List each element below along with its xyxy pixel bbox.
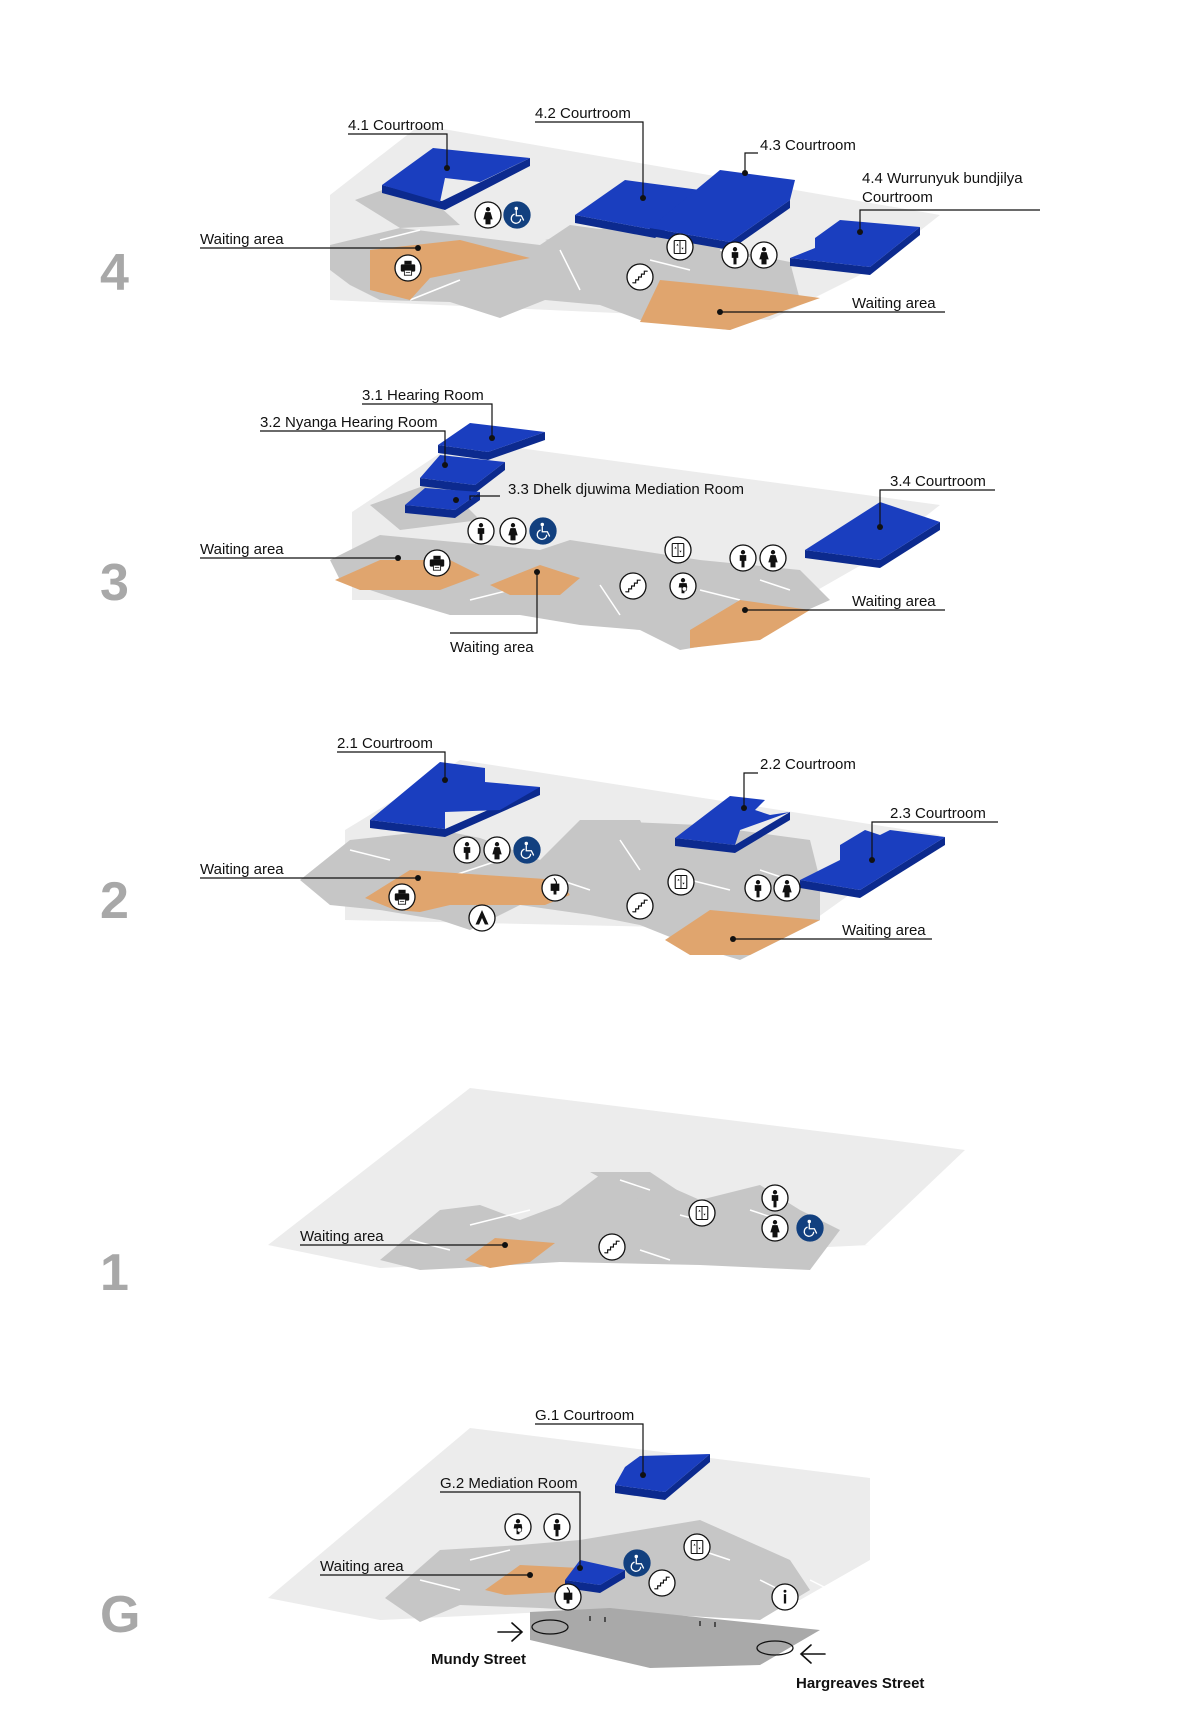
room-3-4-courtroom-block (805, 502, 940, 568)
accessible-icon (513, 836, 541, 864)
male-toilet-icon (744, 874, 772, 902)
leaders (300, 1242, 508, 1248)
female-toilet-icon (759, 544, 787, 572)
male-toilet-icon (721, 241, 749, 269)
floor-1: 1 Waiting area (100, 1088, 965, 1302)
floor-number: 3 (100, 554, 129, 612)
waiting-area-zone (665, 910, 820, 955)
waiting-area-label: Waiting area (852, 593, 936, 610)
female-toilet-icon (761, 1214, 789, 1242)
floor-4: 4 (100, 105, 1040, 330)
waiting-area-label: Waiting area (200, 541, 284, 558)
stairs-icon (626, 892, 654, 920)
waiting-area-zone (490, 565, 580, 595)
room-label-4-4-line1: 4.4 Wurrunyuk bundjilya (862, 170, 1023, 187)
room-4-1-courtroom-block (382, 148, 530, 210)
lift-icon (688, 1199, 716, 1227)
accessible-icon (623, 1549, 651, 1577)
accessible-icon (503, 201, 531, 229)
info-glyph-text: i (0, 0, 1, 1)
room-label-3-1: 3.1 Hearing Room (362, 387, 484, 404)
accessible-icon (796, 1214, 824, 1242)
waiting-area-zone (365, 870, 570, 912)
drinking-water-icon (554, 1583, 582, 1611)
stairs-icon (648, 1569, 676, 1597)
room-3-2-hearing-room-block (420, 455, 505, 493)
leaders (200, 751, 998, 942)
lift-icon (667, 868, 695, 896)
leaders (320, 1423, 646, 1578)
waiting-area-zone (485, 1565, 580, 1595)
leaders (200, 121, 1040, 315)
entrance-arrow-icon (799, 1644, 826, 1664)
waiting-area-zone (640, 280, 820, 330)
floor-3: 3 (100, 387, 995, 656)
stairs-icon (626, 263, 654, 291)
male-toilet-icon (467, 517, 495, 545)
baby-change-icon (669, 572, 697, 600)
room-g-1-courtroom-block (615, 1454, 710, 1500)
room-label-4-1: 4.1 Courtroom (348, 117, 444, 134)
male-toilet-icon (729, 544, 757, 572)
room-2-2-courtroom-block (675, 796, 790, 853)
floor-plate (268, 1428, 870, 1668)
leaders (200, 403, 995, 634)
room-label-4-4-line2: Courtroom (862, 189, 933, 206)
room-label-2-1: 2.1 Courtroom (337, 735, 433, 752)
lift-icon (666, 233, 694, 261)
street-label-mundy: Mundy Street (431, 1651, 526, 1668)
stairs-icon (619, 572, 647, 600)
waiting-area-label: Waiting area (200, 231, 284, 248)
entrance-arrow-icon (497, 1622, 524, 1642)
room-3-3-mediation-room-block (405, 488, 480, 518)
lift-icon (664, 536, 692, 564)
street-label-hargreaves: Hargreaves Street (796, 1675, 924, 1692)
female-toilet-icon (750, 241, 778, 269)
room-4-4-courtroom-block (790, 220, 920, 275)
male-toilet-icon (543, 1513, 571, 1541)
room-label-4-2: 4.2 Courtroom (535, 105, 631, 122)
room-label-g-2: G.2 Mediation Room (440, 1475, 578, 1492)
waiting-area-label: Waiting area (852, 295, 936, 312)
printer-icon (394, 254, 422, 282)
female-toilet-icon (773, 874, 801, 902)
room-label-2-2: 2.2 Courtroom (760, 756, 856, 773)
floor-number: 4 (100, 244, 129, 302)
female-toilet-icon (474, 201, 502, 229)
waiting-area-label: Waiting area (450, 639, 534, 656)
waiting-area-label: Waiting area (320, 1558, 404, 1575)
waiting-area-zone (690, 600, 810, 648)
floor-2: 2 2.1 Cour (100, 735, 998, 960)
female-toilet-icon (483, 836, 511, 864)
accessible-icon (529, 517, 557, 545)
room-label-3-3: 3.3 Dhelk djuwima Mediation Room (508, 481, 744, 498)
room-label-2-3: 2.3 Courtroom (890, 805, 986, 822)
room-label-g-1: G.1 Courtroom (535, 1407, 634, 1424)
drinking-water-icon (541, 874, 569, 902)
stairs-icon (598, 1233, 626, 1261)
floor-number: G (100, 1586, 140, 1644)
prayer-room-icon (468, 904, 496, 932)
floor-ground: G G.1 Courtroom G.2 Mediation Room (0, 0, 924, 1692)
waiting-area-label: Waiting area (300, 1228, 384, 1245)
room-2-1-courtroom-block (370, 762, 540, 837)
room-label-4-3: 4.3 Courtroom (760, 137, 856, 154)
male-toilet-icon (453, 836, 481, 864)
female-toilet-icon (499, 517, 527, 545)
room-label-3-2: 3.2 Nyanga Hearing Room (260, 414, 438, 431)
floor-number: 2 (100, 872, 129, 930)
baby-change-icon (504, 1513, 532, 1541)
room-label-3-4: 3.4 Courtroom (890, 473, 986, 490)
waiting-area-label: Waiting area (200, 861, 284, 878)
printer-icon (423, 549, 451, 577)
floor-number: 1 (100, 1244, 129, 1302)
lift-icon (683, 1533, 711, 1561)
male-toilet-icon (761, 1184, 789, 1212)
information-icon: i (0, 0, 799, 1611)
printer-icon (388, 883, 416, 911)
waiting-area-label: Waiting area (842, 922, 926, 939)
